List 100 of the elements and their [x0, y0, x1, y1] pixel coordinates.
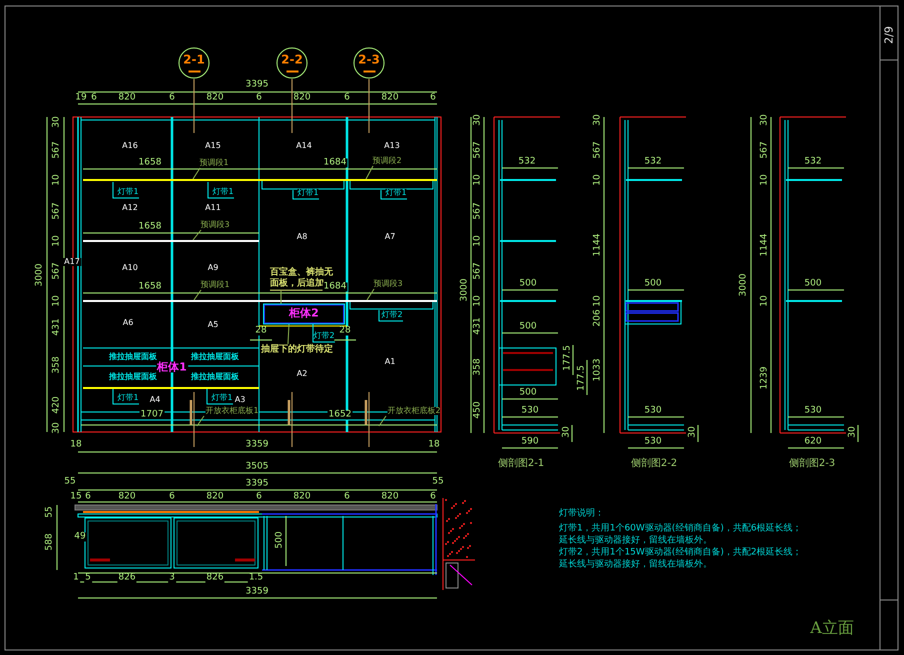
view-title: A立面 — [810, 620, 854, 636]
area-label: A1 — [384, 358, 396, 366]
dimension-label: 530 — [643, 438, 663, 446]
dimension-label: 10 — [760, 173, 770, 187]
leader-label: 预调段1 — [200, 281, 230, 289]
dimension-label: 6 — [168, 94, 176, 102]
leader-line — [196, 416, 204, 426]
dimension-label: 30 — [688, 425, 698, 439]
dimension-label: 567 — [52, 201, 62, 221]
leader-line — [112, 182, 140, 198]
drawer-cabinet-box: 柜体2 — [264, 304, 344, 324]
note-text: 灯带1，共用1个60W驱动器(经销商自备)，共配6根延长线； — [559, 524, 802, 534]
leader-line — [192, 168, 200, 180]
dimension-label: 6 — [429, 94, 437, 102]
leader-line — [206, 388, 234, 404]
section-title: 侧剖图2-3 — [788, 459, 836, 469]
dimension-label: 55 — [63, 478, 77, 486]
dimension-label: 530 — [803, 406, 823, 416]
leader-line — [368, 78, 370, 134]
dimension-label: 820 — [117, 492, 137, 502]
dimension-label: 6 — [90, 94, 98, 102]
note-callout: 抽屉下的灯带待定 — [261, 346, 333, 354]
dimension-label: 820 — [292, 94, 312, 102]
area-label: A4 — [148, 396, 162, 404]
dimension-label: 820 — [292, 492, 312, 502]
dimension-label: 3000 — [740, 272, 748, 298]
dimension-label: 177.5 — [564, 344, 572, 372]
dimension-label: 820 — [380, 492, 400, 502]
drawer-panel-label: 推拉抽屉面板 — [191, 373, 239, 381]
dimension-label: 450 — [474, 400, 482, 420]
area-label: A16 — [121, 142, 139, 150]
leader-line — [112, 388, 140, 404]
dimension-label: 1684 — [322, 158, 348, 168]
dimension-label: 431 — [474, 316, 482, 336]
dimension-label: 1144 — [760, 232, 770, 258]
dimension-label: 431 — [52, 317, 62, 337]
leader-line — [366, 166, 374, 180]
dimension-label: 55 — [46, 505, 54, 519]
dimension-label: 3000 — [460, 278, 470, 302]
dimension-label: 6 — [168, 492, 176, 502]
leader-line — [280, 290, 282, 305]
dimension-label: 3395 — [244, 480, 270, 488]
dimension-label: 19 — [74, 94, 88, 102]
page-number: 2/9 — [884, 26, 894, 44]
dimension-label: 590 — [520, 438, 540, 446]
dimension-label: 1658 — [138, 158, 162, 168]
dimension-label: 10 — [760, 294, 770, 308]
dimension-label: 6 — [255, 94, 263, 102]
leader-label: 灯带1 — [117, 188, 139, 196]
area-label: A11 — [204, 204, 222, 212]
dimension-label: 820 — [205, 492, 225, 502]
dimension-label: 567 — [760, 140, 770, 160]
dimension-label: 10 — [474, 234, 482, 248]
dimension-label: 530 — [643, 406, 663, 416]
leader-label: 预调段2 — [372, 157, 402, 165]
dimension-label: 500 — [518, 280, 538, 288]
dimension-label: 500 — [803, 280, 823, 288]
area-label: A12 — [121, 204, 139, 212]
dimension-label: 588 — [46, 532, 54, 552]
dimension-label: 567 — [52, 261, 62, 281]
area-label: A13 — [383, 142, 401, 150]
dimension-label: 10 — [594, 294, 602, 308]
dimension-label: 1707 — [140, 410, 164, 420]
leader-label: 开放衣柜底板2 — [387, 407, 441, 415]
dimension-label: 500 — [518, 322, 538, 332]
dimension-label: 820 — [380, 94, 400, 102]
drawer-panel-label: 推拉抽屉面板 — [191, 353, 239, 361]
dimension-label: 567 — [474, 140, 482, 160]
dimension-label: 6 — [343, 492, 351, 502]
leader-line — [288, 323, 290, 344]
dimension-label: 358 — [52, 355, 62, 375]
dimension-label: 500 — [276, 530, 284, 550]
leader-line — [380, 190, 408, 200]
dimension-label: 10 — [52, 234, 62, 248]
dimension-label: 10 — [474, 173, 482, 187]
area-label: A6 — [122, 319, 134, 327]
dimension-label: 3000 — [36, 262, 44, 288]
dimension-label: 55 — [431, 478, 445, 486]
section-title: 侧剖图2-2 — [630, 459, 678, 469]
note-text: 灯带2，共用1个15W驱动器(经销商自备)，共配2根延长线； — [559, 548, 802, 558]
leader-label: 灯带1 — [211, 394, 233, 402]
leader-line — [194, 290, 202, 300]
dimension-label: 206 — [594, 308, 602, 328]
dimension-label: 1144 — [594, 232, 602, 258]
leader-label: 预调段1 — [199, 159, 229, 167]
note-text: 延长线与驱动器接好，留线在墙板外。 — [559, 560, 712, 570]
dimension-label: 500 — [643, 280, 663, 288]
dimension-label: 3359 — [244, 588, 270, 596]
dimension-label: 532 — [643, 158, 663, 166]
dimension-label: 177.5 — [578, 364, 586, 392]
dimension-label: 1 — [72, 574, 80, 582]
dimension-label: 1658 — [138, 282, 162, 292]
dimension-label: 6 — [84, 492, 92, 502]
area-label: A5 — [206, 321, 220, 329]
dimension-label: 30 — [848, 425, 858, 439]
dimension-label: 6 — [255, 492, 263, 502]
dimension-label: 10 — [52, 173, 62, 187]
drawer-panel-label: 推拉抽屉面板 — [109, 353, 157, 361]
dimension-label: 500 — [518, 388, 538, 398]
dimension-label: 1033 — [594, 358, 602, 382]
